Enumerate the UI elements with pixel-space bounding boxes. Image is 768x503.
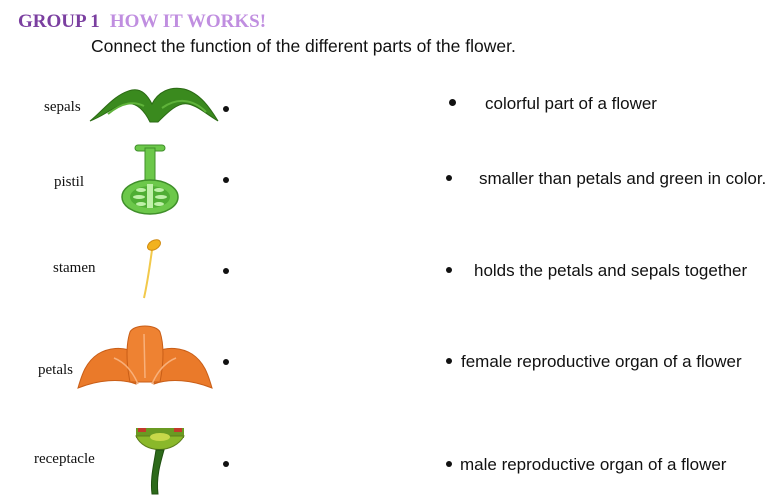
right-connector-dot-4[interactable] (446, 358, 452, 364)
pistil-illustration (121, 144, 179, 215)
part-label-stamen: stamen (53, 260, 96, 276)
left-connector-dot-petals[interactable] (223, 359, 229, 365)
right-connector-dot-5[interactable] (446, 461, 452, 467)
part-label-petals: petals (38, 362, 73, 378)
instruction-text: Connect the function of the different pa… (91, 36, 516, 56)
right-connector-dot-3[interactable] (446, 267, 452, 273)
left-connector-dot-pistil[interactable] (223, 177, 229, 183)
left-connector-dot-stamen[interactable] (223, 268, 229, 274)
function-text-2: smaller than petals and green in color. (479, 169, 767, 188)
function-text-4: female reproductive organ of a flower (461, 352, 742, 371)
part-label-receptacle: receptacle (34, 451, 95, 467)
function-text-5: male reproductive organ of a flower (460, 455, 727, 474)
left-connector-dot-sepals[interactable] (223, 106, 229, 112)
right-connector-dot-1[interactable] (449, 99, 456, 106)
right-connector-dot-2[interactable] (446, 175, 452, 181)
section-heading: HOW IT WORKS! (109, 11, 267, 32)
worksheet-title: GROUP 1 HOW IT WORKS! (18, 11, 266, 33)
function-text-1: colorful part of a flower (485, 94, 657, 113)
sepals-illustration (89, 87, 219, 123)
function-text-3: holds the petals and sepals together (474, 261, 748, 280)
stamen-illustration (143, 239, 161, 299)
group-label: GROUP 1 (18, 11, 100, 32)
part-label-pistil: pistil (54, 174, 85, 190)
part-label-sepals: sepals (44, 99, 81, 115)
receptacle-illustration (135, 428, 185, 495)
left-connector-dot-receptacle[interactable] (223, 461, 229, 467)
petals-illustration (77, 325, 213, 389)
